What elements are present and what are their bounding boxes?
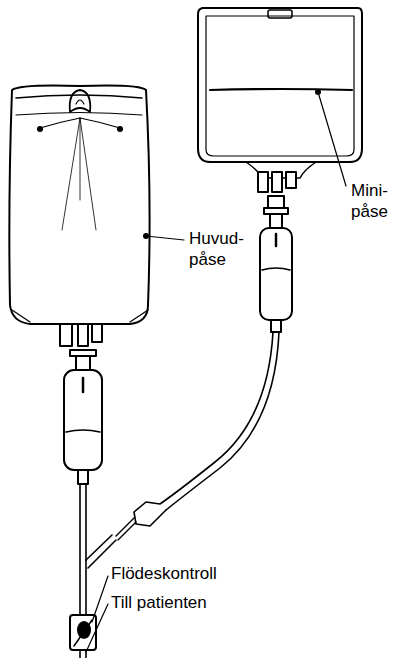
main-tubing xyxy=(80,484,86,615)
drip-chamber xyxy=(64,370,102,470)
mini-drip-chamber xyxy=(260,228,292,320)
bag-hanger xyxy=(70,90,91,112)
part-label: Till patienten xyxy=(110,592,208,613)
leader-line xyxy=(86,604,108,652)
leader-line xyxy=(146,236,184,240)
main-bag xyxy=(9,86,149,325)
leader-line xyxy=(318,92,346,186)
part-label: Mini- påse xyxy=(350,180,389,222)
secondary-tubing xyxy=(160,332,273,504)
leader-line xyxy=(92,576,108,622)
mini-bag xyxy=(198,8,362,162)
secondary-connector xyxy=(134,502,166,526)
part-label: Flödeskontroll xyxy=(110,563,218,584)
part-label: Huvud- påse xyxy=(188,228,245,270)
